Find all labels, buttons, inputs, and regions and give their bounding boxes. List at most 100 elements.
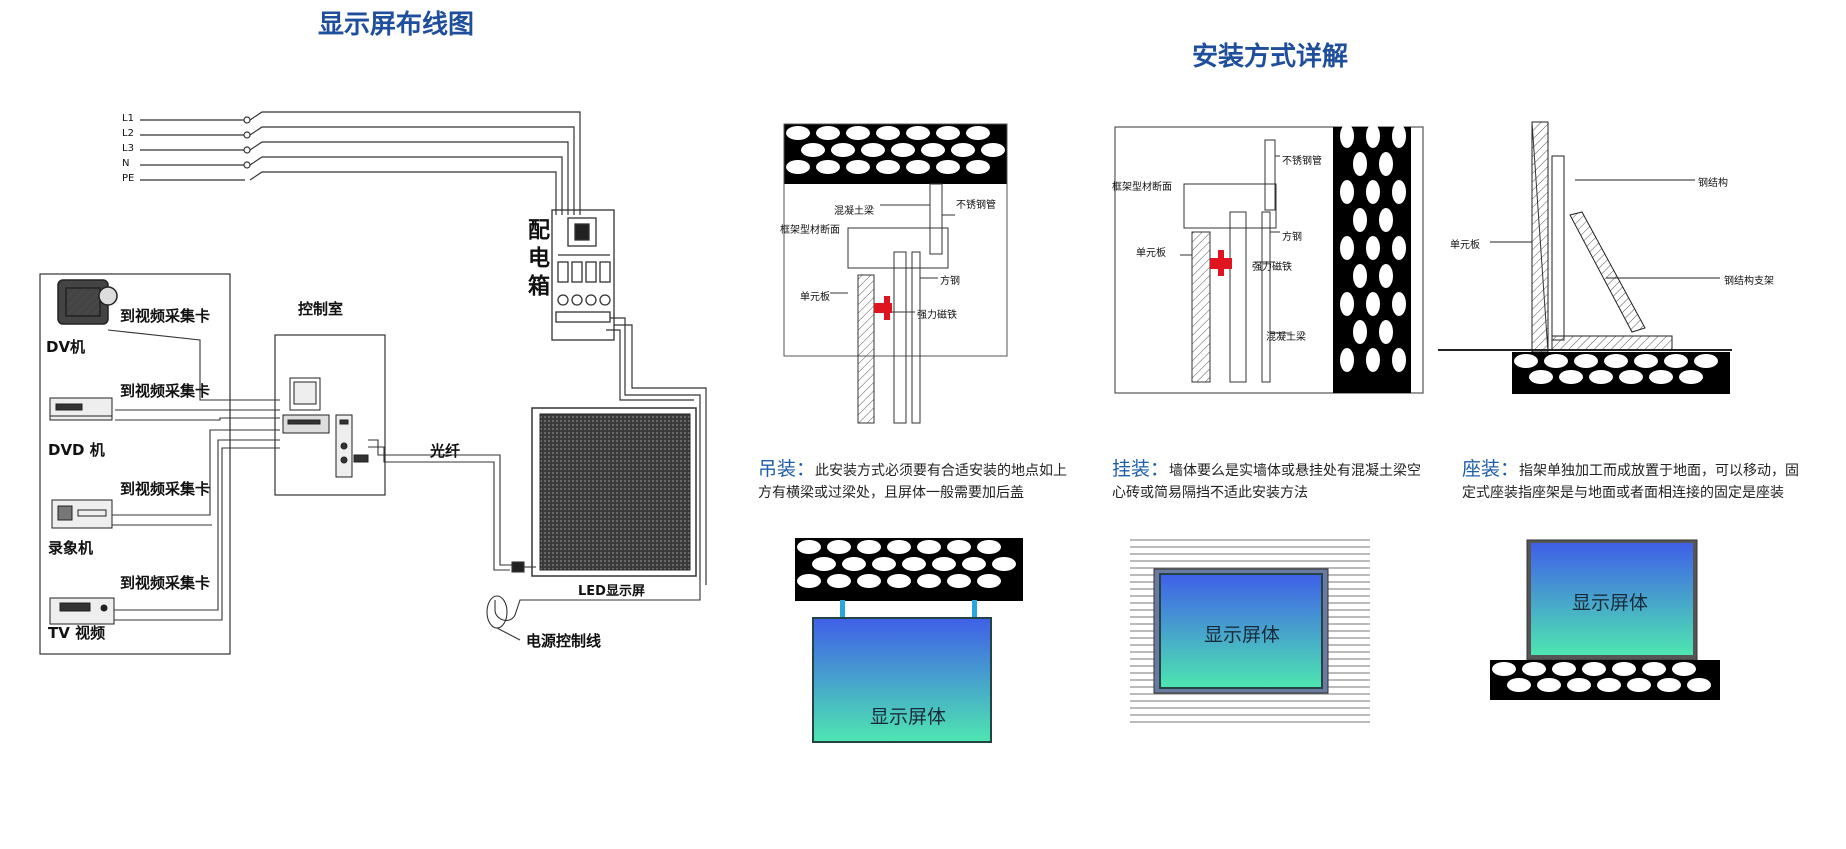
capture-card-label-2: 到视频采集卡 xyxy=(120,382,211,400)
concrete-stone xyxy=(876,126,900,140)
hang-head: 吊装： xyxy=(758,458,816,480)
concrete-stone xyxy=(1694,354,1718,368)
phase-label-pe: PE xyxy=(122,173,135,184)
concrete-stone xyxy=(1672,662,1696,676)
concrete-stone xyxy=(1392,292,1406,316)
seat-steel-support-label: 钢结构支架 xyxy=(1724,276,1774,287)
hang-stainless-tube-label: 不锈钢管 xyxy=(956,200,996,211)
concrete-stone xyxy=(1612,662,1636,676)
phase-label-l2: L2 xyxy=(122,128,134,139)
concrete-stone xyxy=(981,143,1005,157)
wall-screen-label: 显示屏体 xyxy=(1204,624,1281,646)
wall-magnet-label: 强力磁铁 xyxy=(1252,262,1292,273)
wall-square-steel-label: 方钢 xyxy=(1282,232,1302,243)
install-title: 安装方式详解 xyxy=(1192,42,1349,72)
concrete-stone xyxy=(902,557,926,571)
concrete-stone xyxy=(1340,180,1354,204)
phase-label-n: N xyxy=(122,158,130,169)
concrete-stone xyxy=(1619,370,1643,384)
phase-label-l3: L3 xyxy=(122,143,134,154)
concrete-stone xyxy=(1604,354,1628,368)
concrete-stone xyxy=(921,143,945,157)
concrete-stone xyxy=(1379,320,1393,344)
concrete-stone xyxy=(872,557,896,571)
concrete-stone xyxy=(1582,662,1606,676)
concrete-stone xyxy=(947,574,971,588)
control-room-label: 控制室 xyxy=(298,300,344,318)
capture-card-label-3: 到视频采集卡 xyxy=(120,480,211,498)
concrete-stone xyxy=(857,540,881,554)
hang-magnet-label: 强力磁铁 xyxy=(917,310,957,321)
hang-diagram xyxy=(783,123,1008,424)
concrete-stone xyxy=(962,557,986,571)
concrete-stone xyxy=(936,160,960,174)
concrete-stone xyxy=(1589,370,1613,384)
seat-steel-structure-label: 钢结构 xyxy=(1698,178,1728,189)
concrete-stone xyxy=(816,160,840,174)
wall-description: 挂装：墙体要么是实墙体或悬挂处有混凝土梁空心砖或简易隔挡不适此安装方法 xyxy=(1112,458,1422,504)
concrete-stone xyxy=(861,143,885,157)
concrete-stone xyxy=(1353,208,1367,232)
concrete-stone xyxy=(917,540,941,554)
wall-head: 挂装： xyxy=(1112,458,1170,480)
concrete-stone xyxy=(906,126,930,140)
seat-head: 座装： xyxy=(1462,458,1520,480)
concrete-stone xyxy=(887,574,911,588)
distribution-box-label: 配电箱 xyxy=(524,218,549,302)
concrete-stone xyxy=(936,126,960,140)
concrete-stone xyxy=(1567,678,1591,692)
concrete-stone xyxy=(1353,320,1367,344)
concrete-stone xyxy=(846,160,870,174)
concrete-stone xyxy=(1507,678,1531,692)
concrete-stone xyxy=(1379,264,1393,288)
concrete-stone xyxy=(1340,236,1354,260)
concrete-stone xyxy=(977,574,1001,588)
concrete-stone xyxy=(797,574,821,588)
concrete-stone xyxy=(1597,678,1621,692)
concrete-stone xyxy=(1574,354,1598,368)
concrete-stone xyxy=(842,557,866,571)
concrete-stone xyxy=(1366,124,1380,148)
seat-description: 座装：指架单独加工而成放置于地面，可以移动，固定式座装指座架是与地面或者面相连接… xyxy=(1462,458,1802,504)
concrete-stone xyxy=(1392,124,1406,148)
seat-text: 指架单独加工而成放置于地面，可以移动，固定式座装指座架是与地面或者面相连接的固定… xyxy=(1462,463,1800,501)
capture-card-label-1: 到视频采集卡 xyxy=(120,307,211,325)
seat-screen-label: 显示屏体 xyxy=(1572,592,1649,614)
concrete-stone xyxy=(1552,662,1576,676)
concrete-stone xyxy=(992,557,1016,571)
hang-square-steel-label: 方钢 xyxy=(940,276,960,287)
concrete-stone xyxy=(1537,678,1561,692)
concrete-stone xyxy=(906,160,930,174)
seat-unit-board-label: 单元板 xyxy=(1450,240,1480,251)
power-control-line-label: 电源控制线 xyxy=(526,632,602,650)
concrete-stone xyxy=(831,143,855,157)
concrete-stone xyxy=(1392,348,1406,372)
device-vcr: 录象机 xyxy=(48,539,94,557)
hang-text: 此安装方式必须要有合适安装的地点如上方有横梁或过梁处，且屏体一般需要加后盖 xyxy=(758,463,1068,501)
concrete-stone xyxy=(1559,370,1583,384)
concrete-stone xyxy=(1392,180,1406,204)
concrete-stone xyxy=(1627,678,1651,692)
hang-description: 吊装：此安装方式必须要有合适安装的地点如上方有横梁或过梁处，且屏体一般需要加后盖 xyxy=(758,458,1068,504)
concrete-stone xyxy=(1522,662,1546,676)
concrete-stone xyxy=(857,574,881,588)
concrete-stone xyxy=(1687,678,1711,692)
concrete-stone xyxy=(966,160,990,174)
capture-card-label-4: 到视频采集卡 xyxy=(120,574,211,592)
hang-concrete-beam-label: 混凝土梁 xyxy=(834,206,874,217)
device-dvd: DVD 机 xyxy=(48,441,105,459)
concrete-stone xyxy=(1366,180,1380,204)
concrete-stone xyxy=(827,540,851,554)
concrete-stone xyxy=(1544,354,1568,368)
concrete-stone xyxy=(1529,370,1553,384)
concrete-stone xyxy=(1664,354,1688,368)
concrete-stone xyxy=(812,557,836,571)
concrete-stone xyxy=(917,574,941,588)
concrete-stone xyxy=(1379,208,1393,232)
concrete-stone xyxy=(1353,264,1367,288)
concrete-stone xyxy=(951,143,975,157)
concrete-stone xyxy=(977,540,1001,554)
led-screen-label: LED显示屏 xyxy=(578,584,645,599)
concrete-stone xyxy=(1634,354,1658,368)
